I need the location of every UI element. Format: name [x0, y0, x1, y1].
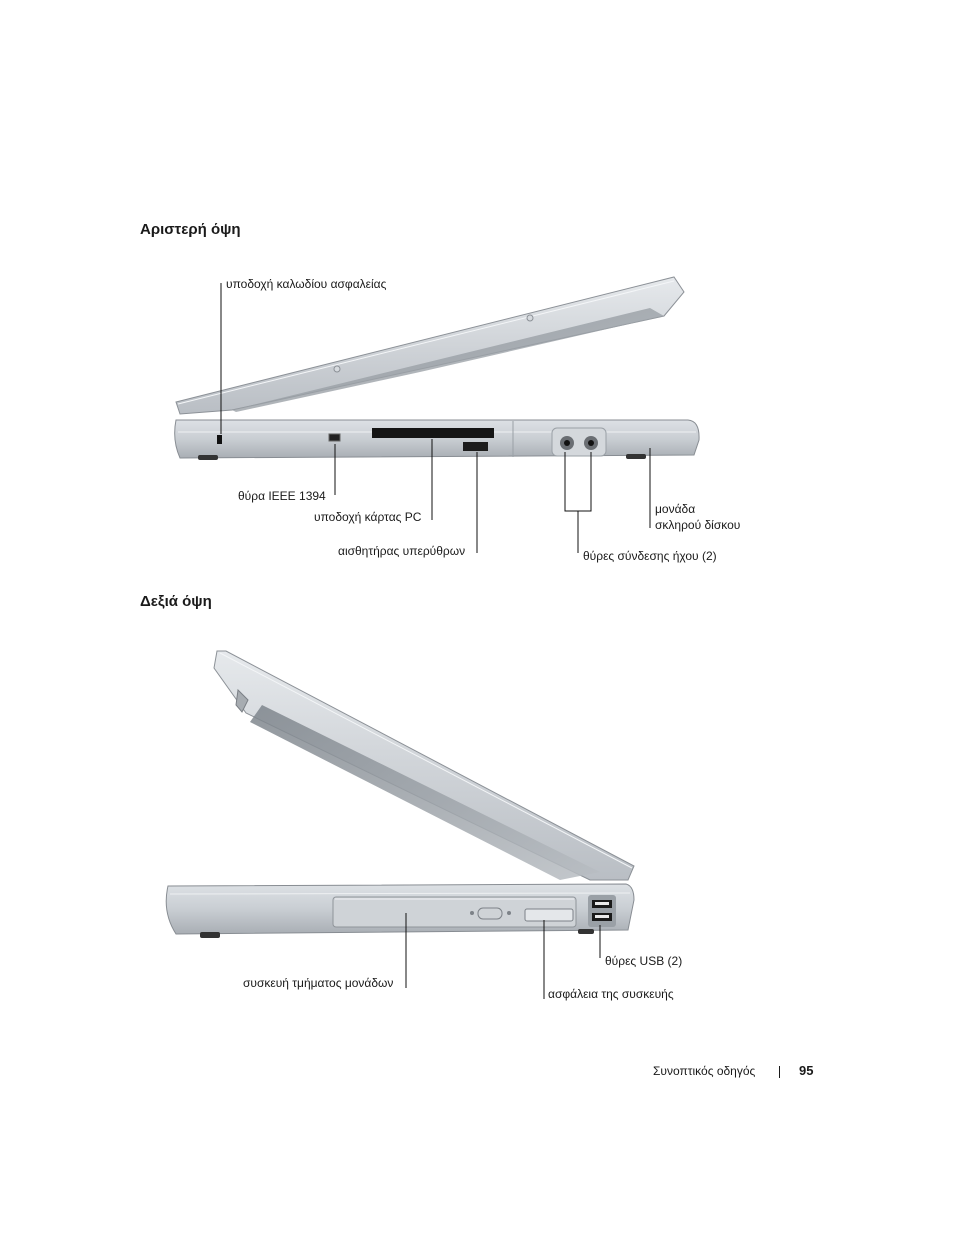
ieee1394-port-label: θύρα IEEE 1394	[238, 489, 326, 503]
laptop-left-side	[174, 276, 700, 460]
left-view-leader-lines	[220, 283, 651, 553]
hard-drive-label-line1: μονάδα	[655, 502, 696, 516]
hard-drive-label-line2: σκληρού δίσκου	[655, 518, 741, 532]
right-view-leader-lines	[405, 913, 601, 999]
device-latch-label: ασφάλεια της συσκευής	[548, 987, 674, 1001]
security-cable-slot-label: υποδοχή καλωδίου ασφαλείας	[226, 277, 387, 291]
usb-ports-label: θύρες USB (2)	[605, 954, 683, 968]
footer-separator	[779, 1066, 780, 1078]
left-view-heading: Αριστερή όψη	[140, 221, 241, 238]
footer-section-title: Συνοπτικός οδηγός	[653, 1064, 756, 1078]
pc-card-slot-label: υποδοχή κάρτας PC	[314, 510, 422, 524]
page-number: 95	[799, 1063, 814, 1078]
module-bay-label: συσκευή τμήματος μονάδων	[243, 976, 394, 990]
right-view-heading: Δεξιά όψη	[140, 593, 212, 610]
infrared-sensor-label: αισθητήρας υπερύθρων	[338, 544, 466, 558]
laptop-right-side	[165, 650, 635, 938]
audio-ports-label: θύρες σύνδεσης ήχου (2)	[583, 549, 717, 563]
hard-drive-label: μονάδα σκληρού δίσκου	[655, 501, 740, 533]
